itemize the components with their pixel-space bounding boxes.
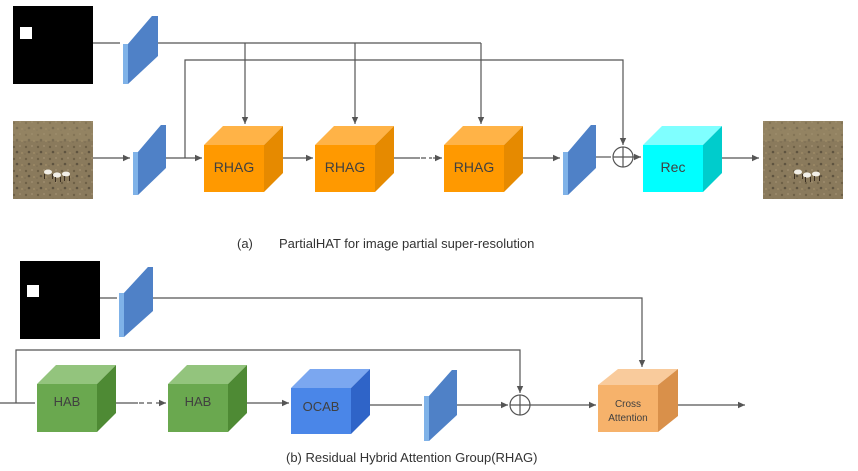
conv-layer-mask-b (119, 267, 153, 337)
input-low-res-image (13, 121, 93, 199)
cross-attention-label-line2: Attention (608, 413, 647, 424)
conv-layer-after-ocab (424, 370, 457, 441)
hab-block-1: HAB (37, 365, 116, 432)
ocab-label: OCAB (303, 399, 340, 414)
elementwise-sum-b (509, 394, 531, 416)
mask-image-b (20, 261, 100, 339)
elementwise-sum-a (612, 146, 634, 168)
rhag-label-2: RHAG (325, 159, 365, 175)
ocab-block: OCAB (291, 369, 370, 434)
rhag-label-3: RHAG (454, 159, 494, 175)
hab-label-1: HAB (54, 394, 81, 409)
cross-attention-label-line1: Cross (615, 399, 641, 410)
mask-image-a (13, 6, 93, 84)
rhag-block-3: RHAG (444, 126, 523, 192)
caption-b: (b) Residual Hybrid Attention Group(RHAG… (286, 450, 537, 465)
hab-label-2: HAB (185, 394, 212, 409)
rhag-block-2: RHAG (315, 126, 394, 192)
caption-a-tag: (a) (237, 236, 253, 251)
reconstruction-block: Rec (643, 126, 722, 192)
caption-a-text: PartialHAT for image partial super-resol… (279, 236, 534, 251)
conv-layer-after-rhag (563, 125, 596, 195)
rhag-label-1: RHAG (214, 159, 254, 175)
conv-layer-mask-a (123, 16, 158, 84)
connectors-a (93, 42, 759, 162)
connectors-b (0, 297, 745, 409)
output-high-res-image (763, 121, 843, 199)
conv-layer-shallow (133, 125, 166, 195)
cross-attention-block: Cross Attention (598, 369, 678, 432)
rec-label: Rec (661, 159, 686, 175)
hab-block-2: HAB (168, 365, 247, 432)
rhag-block-1: RHAG (204, 126, 283, 192)
